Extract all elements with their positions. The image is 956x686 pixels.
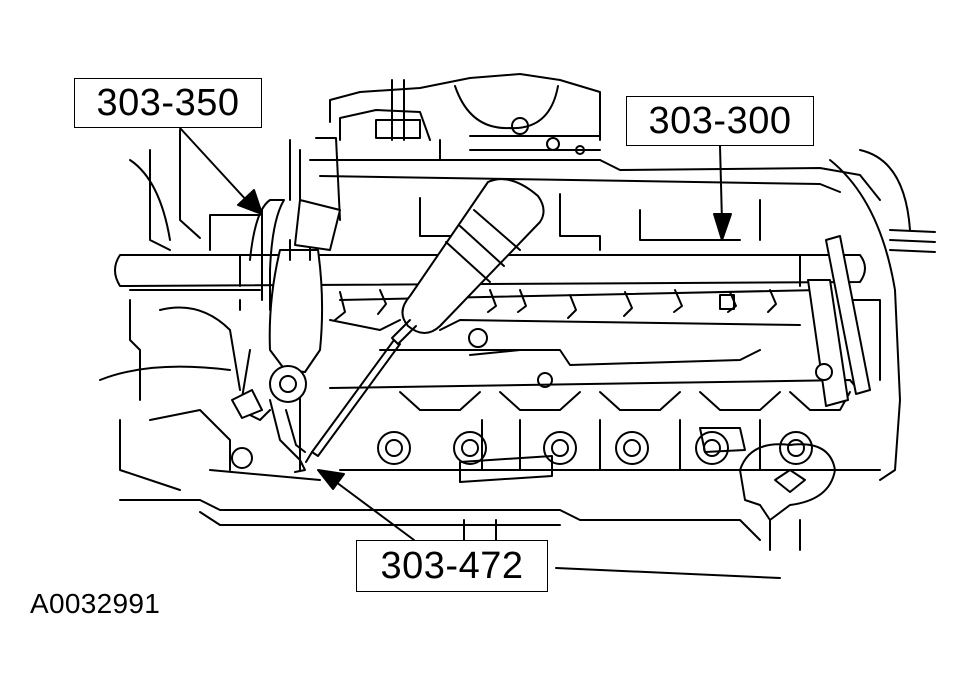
callout-303-300: 303-300 xyxy=(626,96,814,146)
arrowhead-303-300 xyxy=(713,213,732,241)
cylinder-head-outline xyxy=(99,73,936,579)
holding-tool-303-350 xyxy=(231,137,341,473)
arrowhead-303-350 xyxy=(237,189,263,215)
arrowhead-303-472 xyxy=(317,469,345,490)
bar-end-clamp xyxy=(807,235,871,407)
screwdriver-303-472 xyxy=(305,178,545,463)
callout-303-472: 303-472 xyxy=(356,540,548,592)
callout-303-350: 303-350 xyxy=(74,78,262,128)
leader-lines xyxy=(179,127,732,541)
figure-id: A0032991 xyxy=(30,588,161,619)
